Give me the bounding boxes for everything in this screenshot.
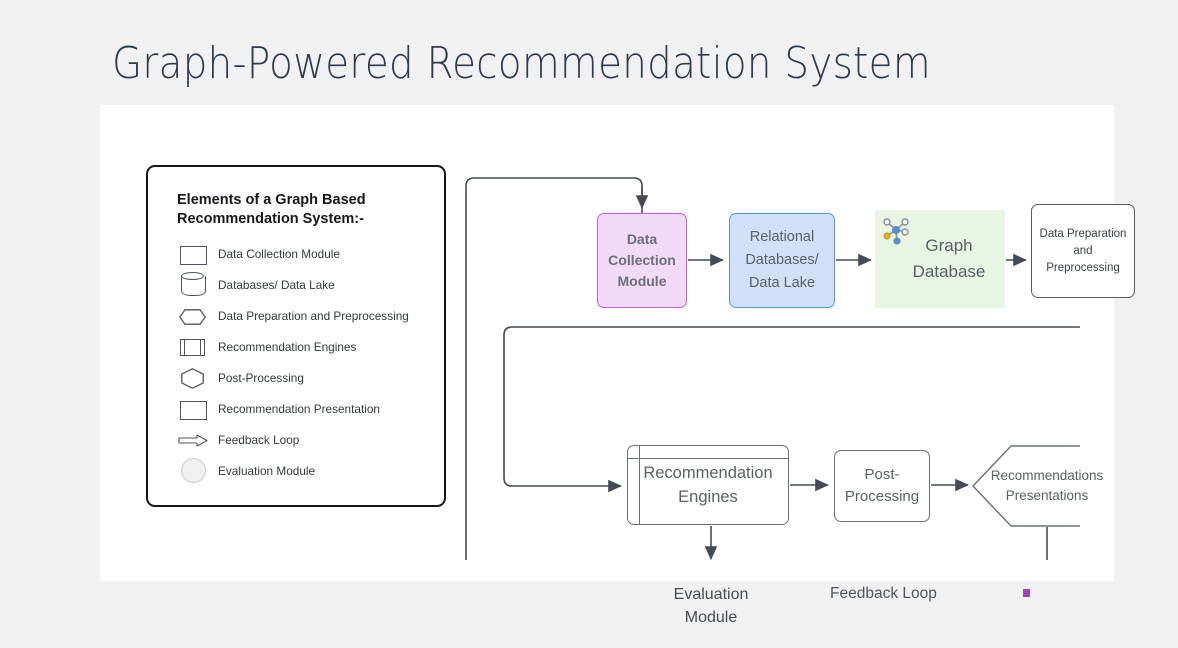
node-line: Preprocessing xyxy=(1046,261,1120,274)
arrow-right-icon xyxy=(177,425,209,456)
node-line: Database xyxy=(912,262,986,281)
list-item[interactable]: Data Collection Module xyxy=(148,239,444,270)
page-title: Graph-Powered Recommendation System xyxy=(112,38,931,89)
node-line: Presentations xyxy=(1005,488,1089,503)
purple-marker xyxy=(1023,589,1030,597)
list-item[interactable]: Recommendation Engines xyxy=(148,332,444,363)
flow-diagram: Data Collection Module Relational Databa… xyxy=(455,160,1135,626)
process-left-bar xyxy=(639,446,640,524)
legend-item-label: Feedback Loop xyxy=(218,433,300,447)
diagram-connectors xyxy=(465,177,1080,560)
list-item[interactable]: Recommendation Presentation xyxy=(148,394,444,425)
slide-canvas: Elements of a Graph Based Recommendation… xyxy=(100,105,1135,626)
process-top-bar xyxy=(628,458,788,459)
hexagon-tall-icon xyxy=(177,363,209,394)
node-graph-database[interactable]: Graph Database xyxy=(875,210,1005,308)
cylinder-icon xyxy=(177,270,209,301)
circle-filled-icon xyxy=(177,456,209,487)
process-box-icon xyxy=(177,332,209,363)
slide-root: Graph-Powered Recommendation System Elem… xyxy=(100,38,1135,626)
node-line: Data xyxy=(626,231,658,247)
legend-panel: Elements of a Graph Based Recommendation… xyxy=(146,165,446,507)
node-data-preparation[interactable]: Data Preparation and Preprocessing xyxy=(1031,204,1135,298)
node-line: Graph xyxy=(925,236,973,255)
node-line: Recommendation xyxy=(643,464,773,482)
rectangle-icon xyxy=(177,239,209,270)
node-line: Relational xyxy=(749,229,815,245)
node-line: Module xyxy=(617,273,667,289)
node-line: and xyxy=(1073,244,1093,257)
node-line: Engines xyxy=(678,488,738,506)
legend-item-label: Evaluation Module xyxy=(218,464,316,478)
rectangle-icon xyxy=(177,394,209,425)
node-evaluation-module[interactable]: Evaluation Module xyxy=(650,564,772,648)
hexagon-wide-icon xyxy=(177,301,209,332)
node-relational-databases[interactable]: Relational Databases/ Data Lake xyxy=(729,213,835,308)
legend-item-label: Data Collection Module xyxy=(218,247,340,261)
node-line: Module xyxy=(684,609,738,626)
list-item[interactable]: Databases/ Data Lake xyxy=(148,270,444,301)
legend-item-label: Data Preparation and Preprocessing xyxy=(218,309,409,323)
list-item[interactable]: Feedback Loop xyxy=(148,425,444,456)
list-item[interactable]: Post-Processing xyxy=(148,363,444,394)
node-line: Post- xyxy=(864,466,900,483)
legend-item-label: Databases/ Data Lake xyxy=(218,278,335,292)
node-line: Databases/ xyxy=(745,252,819,268)
legend-title: Elements of a Graph Based Recommendation… xyxy=(177,192,366,227)
node-line: Data Preparation xyxy=(1039,227,1127,240)
node-data-collection-module[interactable]: Data Collection Module xyxy=(597,213,687,308)
list-item[interactable]: Data Preparation and Preprocessing xyxy=(148,301,444,332)
node-post-processing[interactable]: Post- Processing xyxy=(834,450,930,522)
legend-item-label: Recommendation Presentation xyxy=(218,402,380,416)
graph-nodes-icon xyxy=(883,218,909,245)
legend-item-label: Post-Processing xyxy=(218,371,304,385)
legend-item-label: Recommendation Engines xyxy=(218,340,357,354)
node-line: Recommendations xyxy=(990,468,1104,483)
node-line: Data Lake xyxy=(748,275,816,291)
node-recommendations-presentations[interactable]: Recommendations Presentations xyxy=(973,446,1121,526)
legend-list: Data Collection Module Databases/ Data L… xyxy=(148,239,444,487)
edge-label-feedback-loop: Feedback Loop xyxy=(830,585,937,602)
list-item[interactable]: Evaluation Module xyxy=(148,456,444,487)
node-line: Evaluation xyxy=(673,586,749,603)
node-line: Collection xyxy=(608,252,676,268)
node-recommendation-engines[interactable]: Recommendation Engines xyxy=(627,445,789,525)
node-line: Processing xyxy=(844,488,920,505)
